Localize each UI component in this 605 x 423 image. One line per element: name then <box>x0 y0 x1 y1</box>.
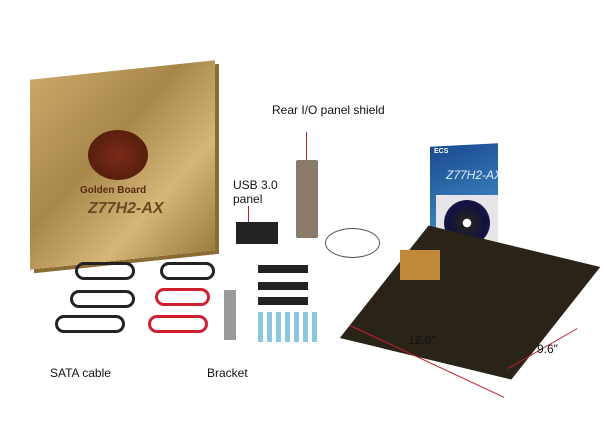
manual-brand: ECS <box>434 148 449 155</box>
sata-cable-red <box>155 288 210 306</box>
sata-cable-black <box>160 262 215 280</box>
rear-io-shield <box>296 160 318 238</box>
length-label: 12.0" <box>408 333 436 347</box>
wifi-antenna <box>325 228 380 258</box>
sata-cable-black <box>75 262 135 280</box>
sata-cable-label: SATA cable <box>50 366 111 380</box>
usb-panel <box>236 222 278 244</box>
sli-bridge <box>258 265 308 273</box>
sata-cable-red <box>148 315 208 333</box>
sata-cable-black <box>55 315 125 333</box>
sli-bridge <box>258 297 308 305</box>
golden-board-emblem <box>88 130 148 180</box>
bracket <box>224 290 236 340</box>
heatsink <box>400 250 440 280</box>
manual-model: Z77H2-AX <box>446 168 503 182</box>
width-label: 9.6" <box>537 342 558 356</box>
motherboard <box>339 225 601 380</box>
box-brand: Golden Board <box>80 185 147 196</box>
rear-io-label: Rear I/O panel shield <box>272 103 385 117</box>
sli-bridge <box>258 282 308 290</box>
rear-io-pointer <box>306 132 307 160</box>
usb-panel-label: USB 3.0 panel <box>233 178 278 206</box>
standoffs <box>258 312 318 342</box>
box-model: Z77H2-AX <box>88 200 164 217</box>
usb-pointer <box>248 206 249 222</box>
bracket-label: Bracket <box>207 366 248 380</box>
sata-cable-black <box>70 290 135 308</box>
